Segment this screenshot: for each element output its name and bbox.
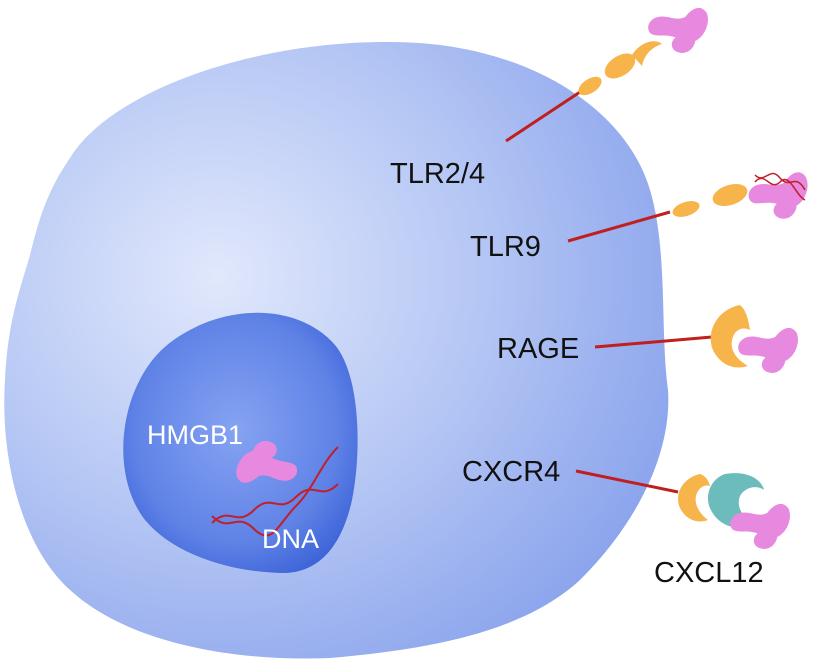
cxcr4-label: CXCR4 xyxy=(462,456,560,488)
tlr9-label: TLR9 xyxy=(470,231,541,263)
cxcl12-label: CXCL12 xyxy=(654,557,764,589)
nucleus xyxy=(123,312,358,573)
cxcr4-receptor xyxy=(575,469,710,522)
rage-label: RAGE xyxy=(497,333,579,365)
dna-helix xyxy=(211,446,339,537)
dna-label: DNA xyxy=(262,524,319,554)
tlr24-label: TLR2/4 xyxy=(390,158,485,190)
rage-receptor xyxy=(594,305,801,377)
tlr9-receptor xyxy=(567,168,809,243)
tlr24-receptor xyxy=(505,0,711,143)
cxcl12-chemokine xyxy=(707,473,793,553)
hmgb1-label: HMGB1 xyxy=(147,420,243,450)
